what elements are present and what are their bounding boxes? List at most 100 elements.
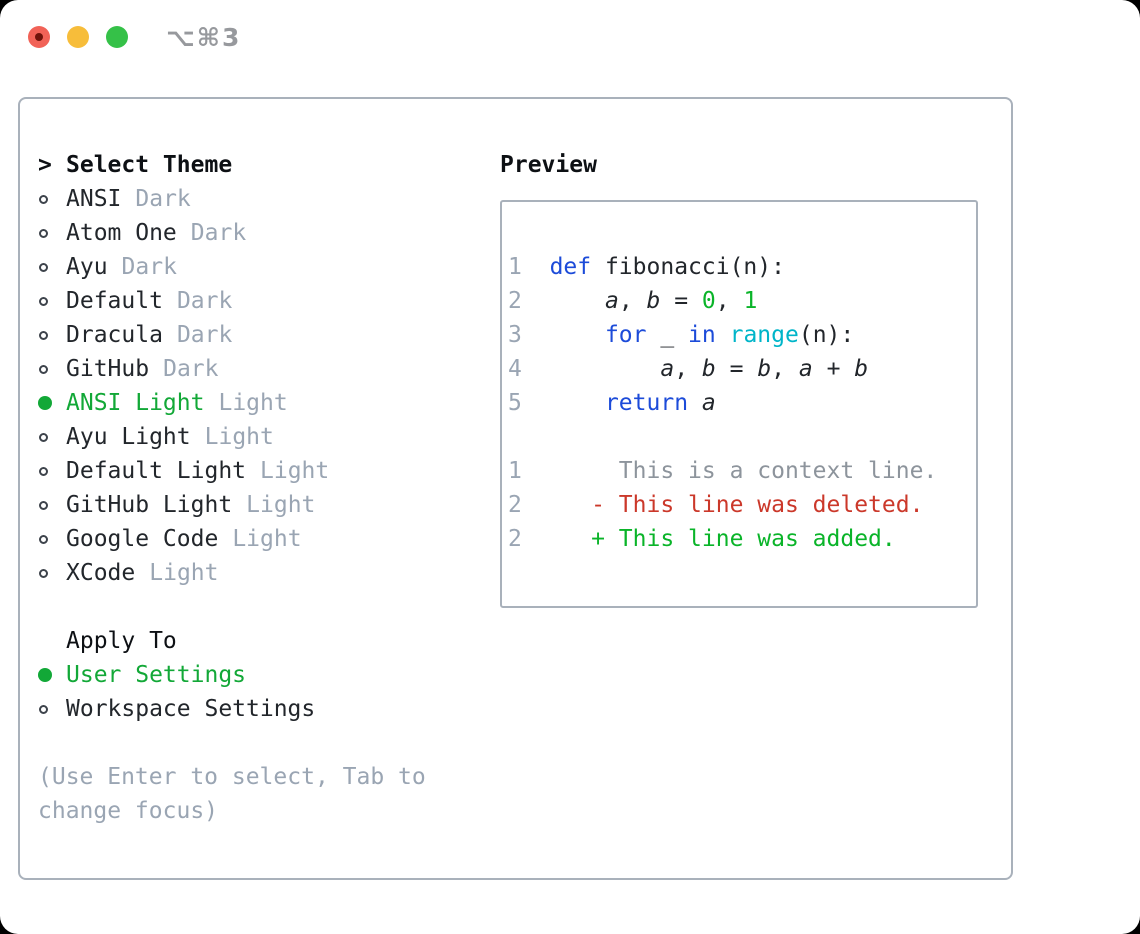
token-number: 0 xyxy=(701,288,716,314)
spacer xyxy=(38,726,426,760)
token-variable: b xyxy=(646,288,661,314)
code-line: 2 - This line was deleted. xyxy=(508,488,976,522)
token-plain xyxy=(522,526,591,552)
token-variable: b xyxy=(854,356,869,382)
titlebar: ⌥⌘3 xyxy=(0,0,1140,74)
theme-name: Dracula xyxy=(66,322,163,348)
theme-option-ayu[interactable]: Ayu Dark xyxy=(38,250,426,284)
zoom-button[interactable] xyxy=(106,26,128,48)
token-plain: , xyxy=(618,288,647,314)
token-plain: = xyxy=(660,288,702,314)
line-number: 1 xyxy=(508,458,522,484)
open-circle-icon xyxy=(39,534,48,544)
radio-icon xyxy=(38,228,66,238)
code-line: 5 return a xyxy=(508,386,976,420)
theme-option-xcode[interactable]: XCode Light xyxy=(38,556,426,590)
token-builtin: range xyxy=(729,322,799,348)
open-circle-icon xyxy=(39,432,48,442)
radio-icon xyxy=(38,466,66,476)
token-plain: , xyxy=(771,356,799,382)
theme-variant: Light xyxy=(232,526,302,552)
filled-circle-icon xyxy=(38,396,52,410)
token-plain: _ xyxy=(646,322,689,348)
line-number: 2 xyxy=(508,492,522,518)
token-variable: b xyxy=(757,356,772,382)
theme-name: Ayu xyxy=(66,254,108,280)
code-line: 1 def fibonacci(n): xyxy=(508,250,976,284)
code-line: 4 a, b = b, a + b xyxy=(508,352,976,386)
line-number: 1 xyxy=(508,254,522,280)
open-circle-icon xyxy=(39,330,48,340)
filled-circle-icon xyxy=(38,668,52,682)
apply-to-title: Apply To xyxy=(66,628,177,654)
theme-variant: Dark xyxy=(190,220,247,246)
token-variable: a xyxy=(660,356,675,382)
token-keyword: for xyxy=(604,322,647,348)
token-plain: (n): xyxy=(798,322,855,348)
theme-name: ANSI Light xyxy=(66,390,205,416)
open-circle-icon xyxy=(39,568,48,578)
open-circle-icon xyxy=(39,704,48,714)
preview-header: Preview xyxy=(500,148,978,182)
token-plain xyxy=(688,390,702,416)
theme-variant: Light xyxy=(218,390,288,416)
token-plain xyxy=(522,492,591,518)
token-plain: + xyxy=(812,356,855,382)
window-title: ⌥⌘3 xyxy=(166,23,242,52)
radio-selected-icon xyxy=(38,668,66,682)
token-plain xyxy=(522,254,550,280)
token-number: 1 xyxy=(743,288,758,314)
token-plain xyxy=(716,322,730,348)
line-number: 4 xyxy=(508,356,522,382)
radio-icon xyxy=(38,704,66,714)
theme-name: GitHub Light xyxy=(66,492,233,518)
token-variable: b xyxy=(701,356,716,382)
theme-option-dracula[interactable]: Dracula Dark xyxy=(38,318,426,352)
theme-option-ansi-light[interactable]: ANSI Light Light xyxy=(38,386,426,420)
apply-option-workspace-settings[interactable]: Workspace Settings xyxy=(38,692,426,726)
apply-option-user-settings[interactable]: User Settings xyxy=(38,658,426,692)
code-line: 2 a, b = 0, 1 xyxy=(508,284,976,318)
theme-name: Default xyxy=(66,288,163,314)
token-keyword: return xyxy=(604,390,689,416)
token-context: This is a context line. xyxy=(521,458,938,484)
close-button[interactable] xyxy=(28,26,50,48)
radio-icon xyxy=(38,262,66,272)
theme-variant: Dark xyxy=(163,356,219,382)
apply-to-header: Apply To xyxy=(38,624,426,658)
focus-prompt-icon: > xyxy=(38,152,52,178)
radio-selected-icon xyxy=(38,396,66,410)
token-plain: , xyxy=(674,356,702,382)
select-theme-title: Select Theme xyxy=(66,152,233,178)
token-variable: a xyxy=(604,288,619,314)
radio-icon xyxy=(38,500,66,510)
theme-name: ANSI xyxy=(66,186,122,212)
open-circle-icon xyxy=(39,466,48,476)
theme-variant: Dark xyxy=(176,322,233,348)
theme-variant: Light xyxy=(149,560,219,586)
open-circle-icon xyxy=(39,364,48,374)
theme-name: XCode xyxy=(66,560,136,586)
radio-icon xyxy=(38,330,66,340)
keyboard-hint-line-2: change focus) xyxy=(38,798,219,824)
theme-variant: Dark xyxy=(121,254,177,280)
line-number: 3 xyxy=(508,322,522,348)
right-column: Preview 1 def fibonacci(n):2 a, b = 0, 1… xyxy=(500,148,978,608)
preview-title: Preview xyxy=(500,152,597,178)
minimize-button[interactable] xyxy=(67,26,89,48)
code-line: 3 for _ in range(n): xyxy=(508,318,976,352)
select-theme-header: > Select Theme xyxy=(38,148,426,182)
apply-option-label: User Settings xyxy=(66,662,247,688)
line-number: 2 xyxy=(508,288,522,314)
